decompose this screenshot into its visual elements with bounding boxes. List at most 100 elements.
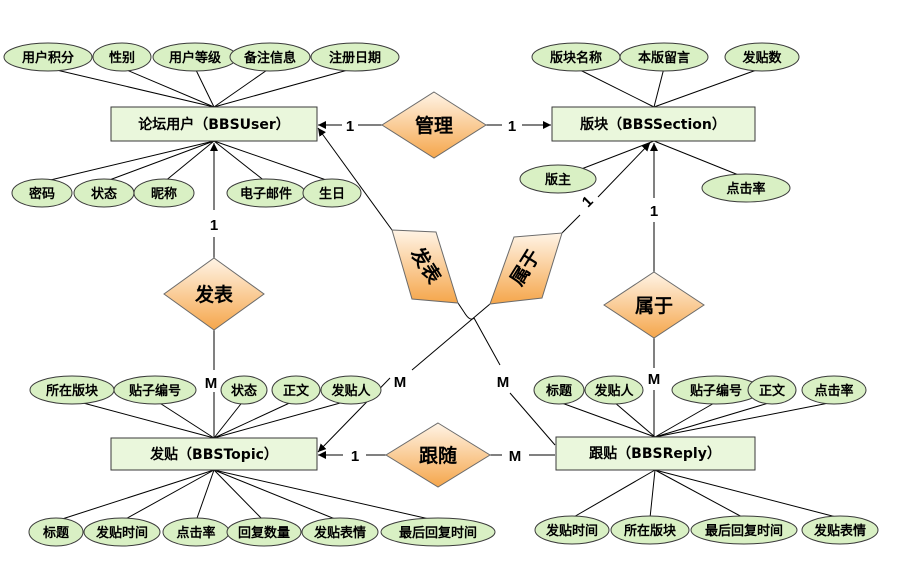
svg-text:发贴数: 发贴数 (741, 50, 782, 66)
relationship-publish-mid: 发表 (391, 229, 459, 304)
svg-text:属于: 属于 (635, 295, 673, 317)
svg-text:正文: 正文 (759, 383, 786, 399)
attribute-user-level: 用户等级 (152, 42, 238, 72)
card-publish-user: 1 (210, 217, 218, 234)
card-publish-reply: M (497, 374, 510, 391)
svg-text:状态: 状态 (91, 186, 117, 202)
attribute-topic-state: 状态 (220, 375, 268, 405)
svg-text:发贴人: 发贴人 (330, 383, 371, 399)
attribute-user-email: 电子邮件 (226, 178, 306, 208)
attribute-topic-title: 标题 (28, 517, 84, 547)
attribute-topic-section: 所在版块 (29, 375, 115, 405)
attribute-user-points: 用户积分 (3, 42, 93, 72)
attribute-topic-id: 贴子编号 (113, 375, 197, 405)
svg-text:点击率: 点击率 (814, 383, 853, 399)
attribute-section-message: 本版留言 (619, 42, 709, 72)
svg-text:性别: 性别 (109, 50, 135, 66)
attribute-section-postcount: 发贴数 (724, 42, 800, 72)
attribute-topic-posttime: 发贴时间 (83, 517, 161, 547)
attribute-reply-body: 正文 (747, 375, 797, 405)
relationship-belong-mid: 属于 (489, 232, 563, 305)
svg-text:状态: 状态 (231, 383, 257, 399)
attribute-topic-replycount: 回复数量 (226, 517, 302, 547)
attribute-topic-lastreply: 最后回复时间 (380, 517, 496, 547)
entity-bbstopic-label: 发贴（BBSTopic） (149, 446, 278, 463)
entity-bbsuser-label: 论坛用户（BBSUser） (138, 116, 290, 133)
attribute-reply-title: 标题 (533, 375, 585, 405)
entity-bbstopic: 发贴（BBSTopic） (110, 437, 318, 471)
svg-text:发表: 发表 (194, 283, 234, 306)
svg-text:跟随: 跟随 (419, 444, 457, 467)
entity-bbssection-label: 版块（BBSSection） (580, 116, 726, 133)
svg-text:本版留言: 本版留言 (638, 50, 690, 66)
svg-text:贴子编号: 贴子编号 (129, 383, 181, 399)
attribute-user-password: 密码 (11, 178, 73, 208)
svg-text:所在版块: 所在版块 (624, 523, 677, 539)
relationship-publish-left: 发表 (163, 257, 265, 331)
entity-bbsuser: 论坛用户（BBSUser） (110, 106, 318, 142)
relationship-manage: 管理 (381, 91, 487, 159)
svg-text:生日: 生日 (319, 186, 345, 202)
svg-text:版主: 版主 (545, 172, 571, 188)
attribute-reply-section: 所在版块 (610, 515, 690, 545)
svg-text:贴子编号: 贴子编号 (690, 383, 742, 399)
relationship-belong-right: 属于 (603, 271, 705, 339)
card-belong-reply-right: M (648, 371, 661, 388)
svg-text:点击率: 点击率 (726, 181, 765, 197)
attribute-reply-clicks: 点击率 (801, 375, 867, 405)
card-belong-topic: M (394, 374, 407, 391)
attribute-reply-lastreply: 最后回复时间 (690, 515, 798, 545)
svg-text:发贴表情: 发贴表情 (813, 523, 866, 539)
card-belong-section-right: 1 (650, 203, 658, 220)
svg-text:发贴时间: 发贴时间 (95, 525, 148, 541)
entity-bbsreply: 跟贴（BBSReply） (555, 436, 756, 471)
svg-text:发贴人: 发贴人 (593, 383, 634, 399)
attribute-user-state: 状态 (73, 178, 135, 208)
svg-text:标题: 标题 (545, 383, 573, 399)
attribute-section-name: 版块名称 (531, 42, 621, 72)
reply-attributes: 标题 发贴人 贴子编号 正文 点击率 发贴时间 所在版块 最后回复时间 发贴表情 (533, 375, 879, 545)
topic-attributes: 所在版块 贴子编号 状态 正文 发贴人 标题 发贴时间 点击率 回复数量 发贴表… (28, 375, 496, 547)
attribute-section-clicks: 点击率 (701, 173, 791, 203)
svg-text:最后回复时间: 最后回复时间 (399, 525, 477, 541)
card-manage-section: 1 (508, 118, 516, 135)
attribute-topic-poster: 发贴人 (320, 375, 382, 405)
attribute-user-gender: 性别 (92, 42, 152, 72)
attribute-user-regdate: 注册日期 (310, 42, 400, 72)
svg-text:标题: 标题 (42, 525, 70, 541)
svg-text:版块名称: 版块名称 (550, 50, 602, 66)
section-attributes: 版块名称 本版留言 发贴数 版主 点击率 (519, 42, 800, 203)
entity-bbsreply-label: 跟贴（BBSReply） (589, 445, 721, 462)
card-publish-topic: M (205, 375, 218, 392)
attribute-topic-emoticon: 发贴表情 (301, 517, 379, 547)
attribute-user-remark: 备注信息 (229, 42, 311, 72)
connector-lines (41, 67, 841, 522)
svg-text:用户等级: 用户等级 (168, 50, 222, 66)
attribute-reply-posttime: 发贴时间 (534, 515, 610, 545)
svg-text:发贴时间: 发贴时间 (545, 523, 598, 539)
svg-text:回复数量: 回复数量 (238, 525, 290, 541)
attribute-user-nickname: 昵称 (133, 178, 195, 208)
card-manage-user: 1 (346, 118, 354, 135)
attribute-reply-id: 贴子编号 (671, 375, 761, 405)
card-follow-topic: 1 (351, 448, 359, 465)
svg-text:最后回复时间: 最后回复时间 (705, 523, 783, 539)
attribute-reply-emoticon: 发贴表情 (801, 515, 879, 545)
card-belong-section-mid: 1 (579, 193, 597, 211)
svg-text:密码: 密码 (28, 186, 55, 202)
attribute-section-moderator: 版主 (519, 164, 597, 194)
svg-text:电子邮件: 电子邮件 (240, 186, 292, 202)
attribute-user-birthday: 生日 (302, 178, 362, 208)
relationship-follow: 跟随 (385, 422, 491, 488)
cardinality-labels: 1 1 1 M M M 1 1 M 1 M (205, 118, 661, 465)
entity-bbssection: 版块（BBSSection） (551, 106, 756, 142)
svg-text:正文: 正文 (283, 383, 310, 399)
svg-text:所在版块: 所在版块 (46, 383, 99, 399)
svg-text:点击率: 点击率 (176, 525, 215, 541)
svg-text:用户积分: 用户积分 (21, 50, 74, 66)
attribute-reply-poster: 发贴人 (584, 375, 644, 405)
attribute-topic-clicks: 点击率 (162, 517, 230, 547)
card-follow-reply: M (509, 448, 522, 465)
svg-text:注册日期: 注册日期 (329, 50, 381, 66)
